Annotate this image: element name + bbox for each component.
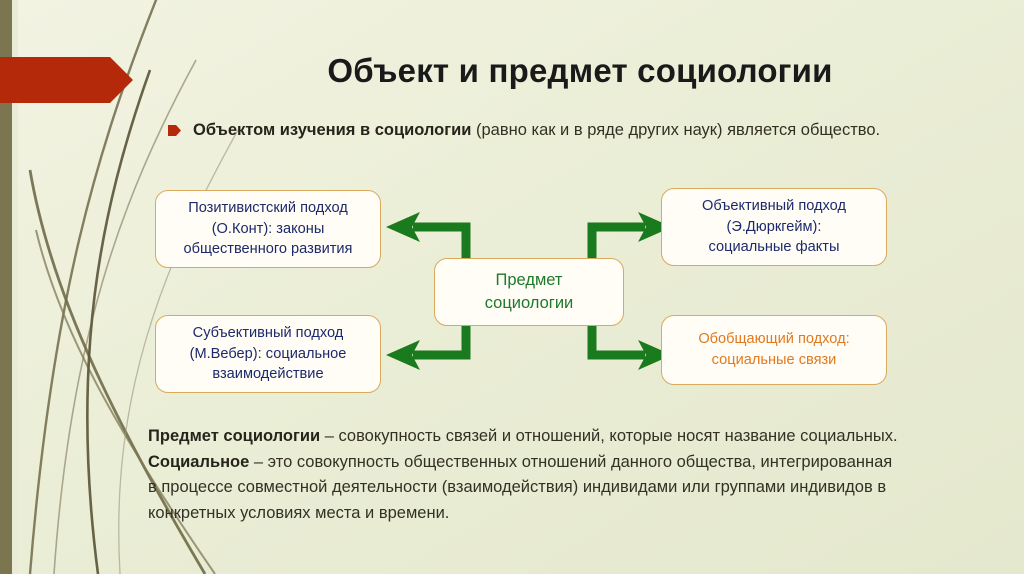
intro-bullet-text: Объектом изучения в социологии (равно ка… xyxy=(193,118,880,144)
node-subjective-line2: (М.Вебер): социальное xyxy=(189,345,347,362)
node-subjective-text: Субъективный подход (М.Вебер): социально… xyxy=(190,323,347,385)
left-edge-stripe xyxy=(0,0,12,574)
left-edge-gap xyxy=(12,0,18,574)
arrow-path-top-right xyxy=(587,222,645,258)
node-subjective-approach: Субъективный подход (М.Вебер): социально… xyxy=(155,315,381,393)
intro-bold-phrase: Объектом изучения в социологии xyxy=(193,121,472,139)
node-center-line1: Предмет xyxy=(495,270,563,289)
definition-segment-1: – совокупность связей и отношений, котор… xyxy=(320,427,898,445)
node-objective-text: Объективный подход (Э.Дюркгейм): социаль… xyxy=(702,196,846,258)
node-positivist-text: Позитивистский подход (О.Конт): законы о… xyxy=(184,198,353,260)
node-generalizing-line1: Обобщающий подход: xyxy=(698,331,850,348)
page-title: Объект и предмет социологии xyxy=(327,52,833,89)
intro-rest-phrase: (равно как и в ряде других наук) являетс… xyxy=(471,121,881,139)
node-positivist-line2: (О.Конт): законы xyxy=(211,220,325,237)
definition-term-2: Социальное xyxy=(148,452,250,471)
node-positivist-line1: Позитивистский подход xyxy=(188,199,348,216)
node-subjective-line1: Субъективный подход xyxy=(192,324,344,341)
intro-bullet: Объектом изучения в социологии (равно ка… xyxy=(168,118,898,144)
node-objective-line3: социальные факты xyxy=(708,239,840,256)
arrow-path-bottom-right xyxy=(587,326,645,360)
node-objective-approach: Объективный подход (Э.Дюркгейм): социаль… xyxy=(661,188,887,266)
node-subjective-line3: взаимодействие xyxy=(212,366,324,383)
arrowhead-bottom-left xyxy=(386,340,420,370)
red-banner-arrow xyxy=(0,57,133,103)
arrow-path-bottom-left xyxy=(413,326,471,360)
node-generalizing-line2: социальные связи xyxy=(711,352,837,368)
bullet-pennant-icon xyxy=(168,125,181,136)
definition-term-1: Предмет социологии xyxy=(148,427,321,445)
node-positivist-approach: Позитивистский подход (О.Конт): законы о… xyxy=(155,190,381,268)
node-generalizing-text: Обобщающий подход: социальные связи xyxy=(698,329,849,370)
node-objective-line1: Объективный подход xyxy=(701,197,846,214)
node-positivist-line3: общественного развития xyxy=(183,241,353,258)
arrowhead-top-left xyxy=(386,212,420,242)
node-center-text: Предмет социологии xyxy=(485,269,574,316)
node-objective-line2: (Э.Дюркгейм): xyxy=(726,218,822,235)
node-center-line2: социологии xyxy=(484,294,574,312)
arrow-path-top-left xyxy=(413,222,471,258)
node-subject-of-sociology: Предмет социологии xyxy=(434,258,624,326)
definition-paragraph: Предмет социологии – совокупность связей… xyxy=(148,424,900,527)
definition-segment-2: – это совокупность общественных отношени… xyxy=(148,452,893,523)
node-generalizing-approach: Обобщающий подход: социальные связи xyxy=(661,315,887,385)
